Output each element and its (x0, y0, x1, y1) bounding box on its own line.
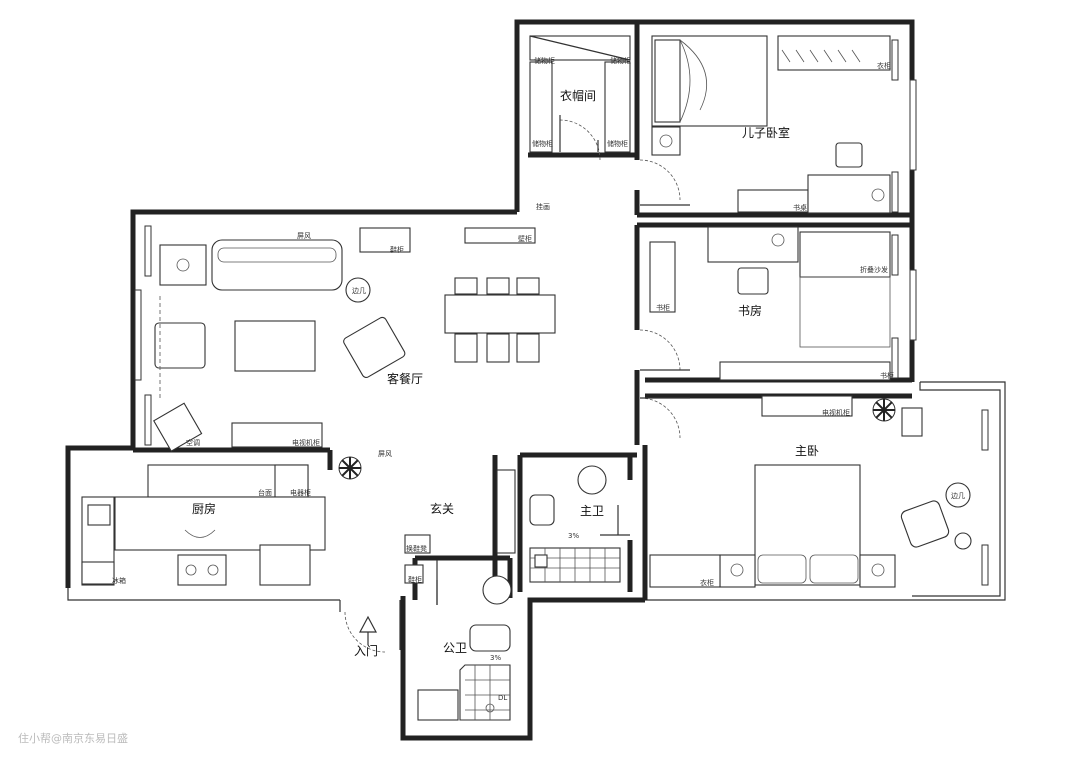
label-slope: 3% (490, 654, 501, 662)
label-storage-cab: 储物柜 (534, 56, 555, 65)
label-bookshelf: 书柜 (880, 371, 894, 380)
label-storage-cab: 储物柜 (607, 139, 628, 148)
label-wardrobe: 衣柜 (877, 61, 891, 70)
label-tv-cab: 电视机柜 (822, 408, 850, 417)
label-master-bath: 主卫 (580, 504, 604, 518)
label-kitchen: 厨房 (192, 501, 216, 516)
label-tv-cab: 电视机柜 (292, 438, 320, 447)
label-study: 书房 (738, 303, 762, 318)
label-appliance-cab: 电器柜 (290, 488, 311, 497)
label-storage-cab: 储物柜 (610, 56, 631, 65)
label-shoe-cab: 鞋柜 (390, 245, 404, 254)
label-fridge: 冰箱 (112, 576, 126, 585)
watermark: 住小帮@南京东易日盛 (18, 731, 128, 745)
label-desk: 书桌 (793, 203, 807, 212)
label-foyer: 玄关 (430, 501, 454, 516)
label-public-bath: 公卫 (443, 641, 467, 655)
master-bedroom-furniture (649, 395, 972, 588)
label-wardrobe: 衣柜 (700, 578, 714, 587)
label-storage-cab: 储物柜 (532, 139, 553, 148)
label-side-table: 边几 (352, 286, 366, 295)
study-furniture (649, 226, 891, 381)
label-screen: 屏风 (297, 232, 311, 240)
label-shoe-cab: 鞋柜 (408, 575, 422, 584)
label-son-bedroom: 儿子卧室 (742, 125, 790, 140)
master-bath-fixtures (529, 465, 621, 583)
kitchen-furniture (81, 464, 326, 586)
living-room-furniture (153, 227, 556, 452)
furniture-labels: 储物柜 储物柜 储物柜 储物柜 衣柜 书桌 挂画 屏风 鞋柜 壁柜 边几 空调 … (112, 56, 965, 702)
label-screen: 屏风 (378, 450, 392, 458)
label-living-dining: 客餐厅 (387, 371, 423, 386)
label-master-bedroom: 主卧 (795, 444, 819, 458)
label-ac: 空调 (186, 438, 200, 447)
foyer-furniture (359, 469, 516, 645)
label-counter: 台面 (258, 488, 272, 497)
label-entrance: 入门 (354, 643, 378, 658)
public-bath-fixtures (417, 575, 512, 721)
label-cloakroom: 衣帽间 (560, 88, 596, 103)
cloakroom-furniture (529, 35, 631, 153)
windows (134, 39, 989, 586)
label-shoe-stool: 换鞋凳 (406, 544, 427, 553)
label-folding-sofa: 折叠沙发 (860, 265, 888, 274)
plant-icon (338, 398, 896, 480)
son-bedroom-furniture (651, 35, 891, 214)
room-labels: 衣帽间 儿子卧室 书房 客餐厅 主卧 厨房 玄关 主卫 公卫 入门 (192, 88, 819, 658)
label-slope: 3% (568, 532, 579, 540)
label-bookcase: 书柜 (656, 303, 670, 312)
label-hanger: 挂画 (536, 202, 550, 211)
label-wall-cab: 壁柜 (518, 234, 532, 243)
label-drain: DL (498, 694, 507, 702)
label-side-table: 边几 (951, 491, 965, 500)
